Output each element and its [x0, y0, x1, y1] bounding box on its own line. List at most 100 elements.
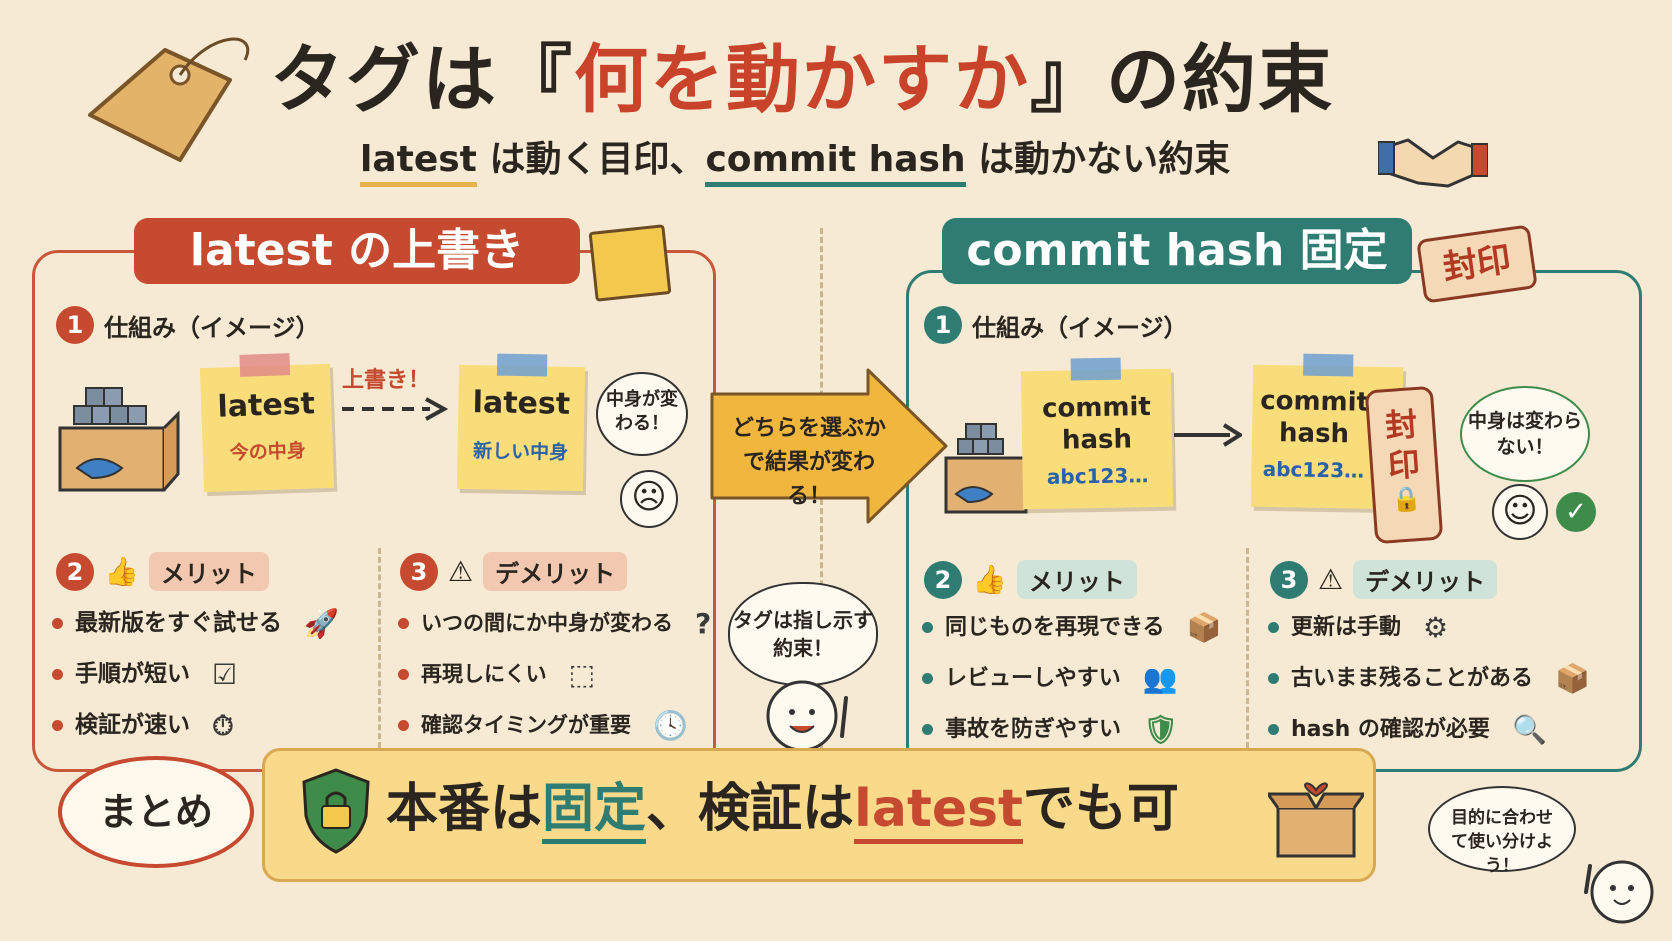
right-demerit-list: 更新は手動 ⚙ 古いまま残ることがある 📦 hash の確認が必要 🔍 — [1268, 602, 1590, 755]
checklist-icon: ☑ — [212, 658, 238, 691]
list-item: hash の確認が必要 🔍 — [1268, 704, 1590, 755]
list-item-text: 古いまま残ることがある — [1291, 666, 1534, 691]
subtitle-part2: は動く目印、 — [476, 139, 706, 180]
center-arrow-text: どちらを選ぶかで結果が変わる！ — [731, 416, 886, 509]
list-item: いつの間にか中身が変わる? — [398, 598, 711, 649]
page-title: タグは『何を動かすか』の約束 — [270, 20, 1334, 127]
summary-part1: 本番は — [386, 779, 543, 839]
summary-latest: latest — [854, 779, 1023, 844]
right-bubble-unchanged: 中身は変わらない！ — [1460, 386, 1590, 482]
right-note-sealed-sub: abc123… — [1262, 456, 1365, 483]
list-item: 再現しにくい⬚ — [398, 649, 711, 700]
seal-hang-tag-label: 封印 — [1383, 405, 1422, 486]
list-item: 検証が速い ⏱ — [52, 700, 339, 751]
right-step1-header: 1 仕組み（イメージ） — [924, 306, 1188, 344]
gift-box-icon — [1268, 782, 1364, 858]
check-icon: ✓ — [1556, 492, 1596, 532]
right-step1-number: 1 — [924, 306, 962, 344]
center-arrow-shape — [710, 368, 948, 524]
seal-hang-tag: 封印 🔒 — [1364, 385, 1444, 545]
left-note-new-title: latest — [472, 385, 571, 422]
pointing-character-icon — [766, 680, 848, 784]
right-step3-number: 3 — [1270, 560, 1308, 599]
list-item: 事故を防ぎやすい🛡 — [922, 704, 1221, 755]
price-tag-icon — [88, 37, 249, 162]
list-item-text: 同じものを再現できる — [945, 615, 1165, 640]
stopwatch-icon: ⏱ — [212, 709, 234, 742]
right-note-hash: commit hash abc123… — [1020, 357, 1174, 510]
summary-text: 本番は固定、検証はlatestでも可 — [386, 766, 1179, 844]
list-item-text: レビューしやすい — [945, 666, 1121, 691]
left-merit-list: 最新版をすぐ試せる 🚀 手順が短い ☑ 検証が速い ⏱ — [52, 598, 339, 751]
thumbs-up-icon: 👍 — [104, 555, 139, 588]
character-icon — [1584, 860, 1654, 924]
right-step3-header: 3 ⚠ デメリット — [1270, 560, 1498, 599]
left-step3-header: 3 ⚠ デメリット — [400, 552, 628, 591]
box-icon: 📦 — [1555, 662, 1590, 695]
right-merit-list: 同じものを再現できる 📦 レビューしやすい 👥 事故を防ぎやすい🛡 — [922, 602, 1221, 755]
left-step3-number: 3 — [400, 552, 438, 591]
people-chat-icon: 👥 — [1142, 662, 1178, 695]
list-item-text: 確認タイミングが重要 — [421, 713, 631, 737]
warning-icon: ⚠ — [1318, 563, 1344, 596]
list-item: 手順が短い ☑ — [52, 649, 339, 700]
list-item-text: いつの間にか中身が変わる — [421, 611, 673, 635]
right-arrow-icon — [1174, 423, 1242, 447]
left-step2-label: メリット — [148, 552, 269, 591]
warning-icon: ⚠ — [448, 555, 474, 588]
subtitle-part4: は動かない約束 — [965, 139, 1231, 180]
left-note-current-title: latest — [216, 386, 316, 425]
list-item: 古いまま残ることがある 📦 — [1268, 653, 1590, 704]
left-step1-number: 1 — [56, 306, 94, 344]
container-box-icon — [58, 387, 180, 492]
hand-gear-icon: ⚙ — [1423, 611, 1449, 644]
container-box-icon — [944, 423, 1028, 514]
center-bubble: タグは指し示す約束！ — [728, 582, 878, 686]
left-demerit-list: いつの間にか中身が変わる? 再現しにくい⬚ 確認タイミングが重要 🕓 — [398, 598, 711, 751]
left-step1-label: 仕組み（イメージ） — [104, 313, 320, 342]
summary-note-bubble: 目的に合わせて使い分けよう！ — [1428, 786, 1576, 876]
left-step1-header: 1 仕組み（イメージ） — [56, 306, 320, 344]
summary-fixed: 固定 — [542, 779, 647, 844]
right-note-hash-title: commit hash — [1041, 392, 1152, 456]
left-step2-number: 2 — [56, 552, 94, 591]
left-list-divider — [378, 548, 381, 748]
subtitle-commit-hash: commit hash — [705, 139, 966, 187]
summary-bar — [262, 748, 1376, 882]
thumbs-up-icon: 👍 — [972, 563, 1007, 596]
list-item-text: hash の確認が必要 — [1291, 717, 1490, 742]
rocket-icon: 🚀 — [304, 607, 339, 640]
left-bubble-changes: 中身が変わる！ — [596, 372, 688, 456]
list-item-text: 手順が短い — [75, 661, 190, 687]
dashed-box-icon: ⬚ — [568, 658, 596, 691]
clock-icon: 🕓 — [653, 709, 688, 742]
list-item-text: 更新は手動 — [1291, 615, 1402, 640]
commit-hash-banner: commit hash 固定 — [942, 218, 1412, 284]
shield-check-icon: 🛡 — [1143, 713, 1179, 746]
list-item: 最新版をすぐ試せる 🚀 — [52, 598, 339, 649]
left-note-current: latest 今の中身 — [199, 353, 335, 493]
list-item: 更新は手動 ⚙ — [1268, 602, 1590, 653]
title-highlight: 何を動かすか — [574, 37, 1030, 123]
title-pre: タグは『 — [270, 37, 574, 123]
box-icon: 📦 — [1186, 611, 1222, 644]
right-step1-label: 仕組み（イメージ） — [972, 313, 1188, 342]
right-step2-number: 2 — [924, 560, 962, 599]
magnifier-icon: 🔍 — [1511, 713, 1547, 746]
handshake-icon — [1378, 138, 1488, 188]
subtitle-latest: latest — [360, 139, 477, 187]
overwrite-label: 上書き！ — [342, 368, 431, 393]
smile-face-icon: ☺ — [1492, 484, 1548, 540]
summary-badge: まとめ — [58, 756, 254, 868]
left-step2-header: 2 👍 メリット — [56, 552, 269, 591]
right-step2-header: 2 👍 メリット — [924, 560, 1137, 599]
list-item-text: 最新版をすぐ試せる — [75, 610, 282, 636]
list-item: レビューしやすい 👥 — [922, 653, 1221, 704]
list-item-text: 検証が速い — [75, 712, 190, 738]
shield-lock-icon — [302, 768, 370, 854]
summary-part3: 、検証は — [646, 779, 855, 839]
left-note-new: latest 新しい中身 — [456, 353, 586, 492]
sad-face-icon: ☹ — [620, 470, 678, 528]
left-step3-label: デメリット — [483, 552, 628, 591]
left-note-current-sub: 今の中身 — [229, 439, 307, 465]
